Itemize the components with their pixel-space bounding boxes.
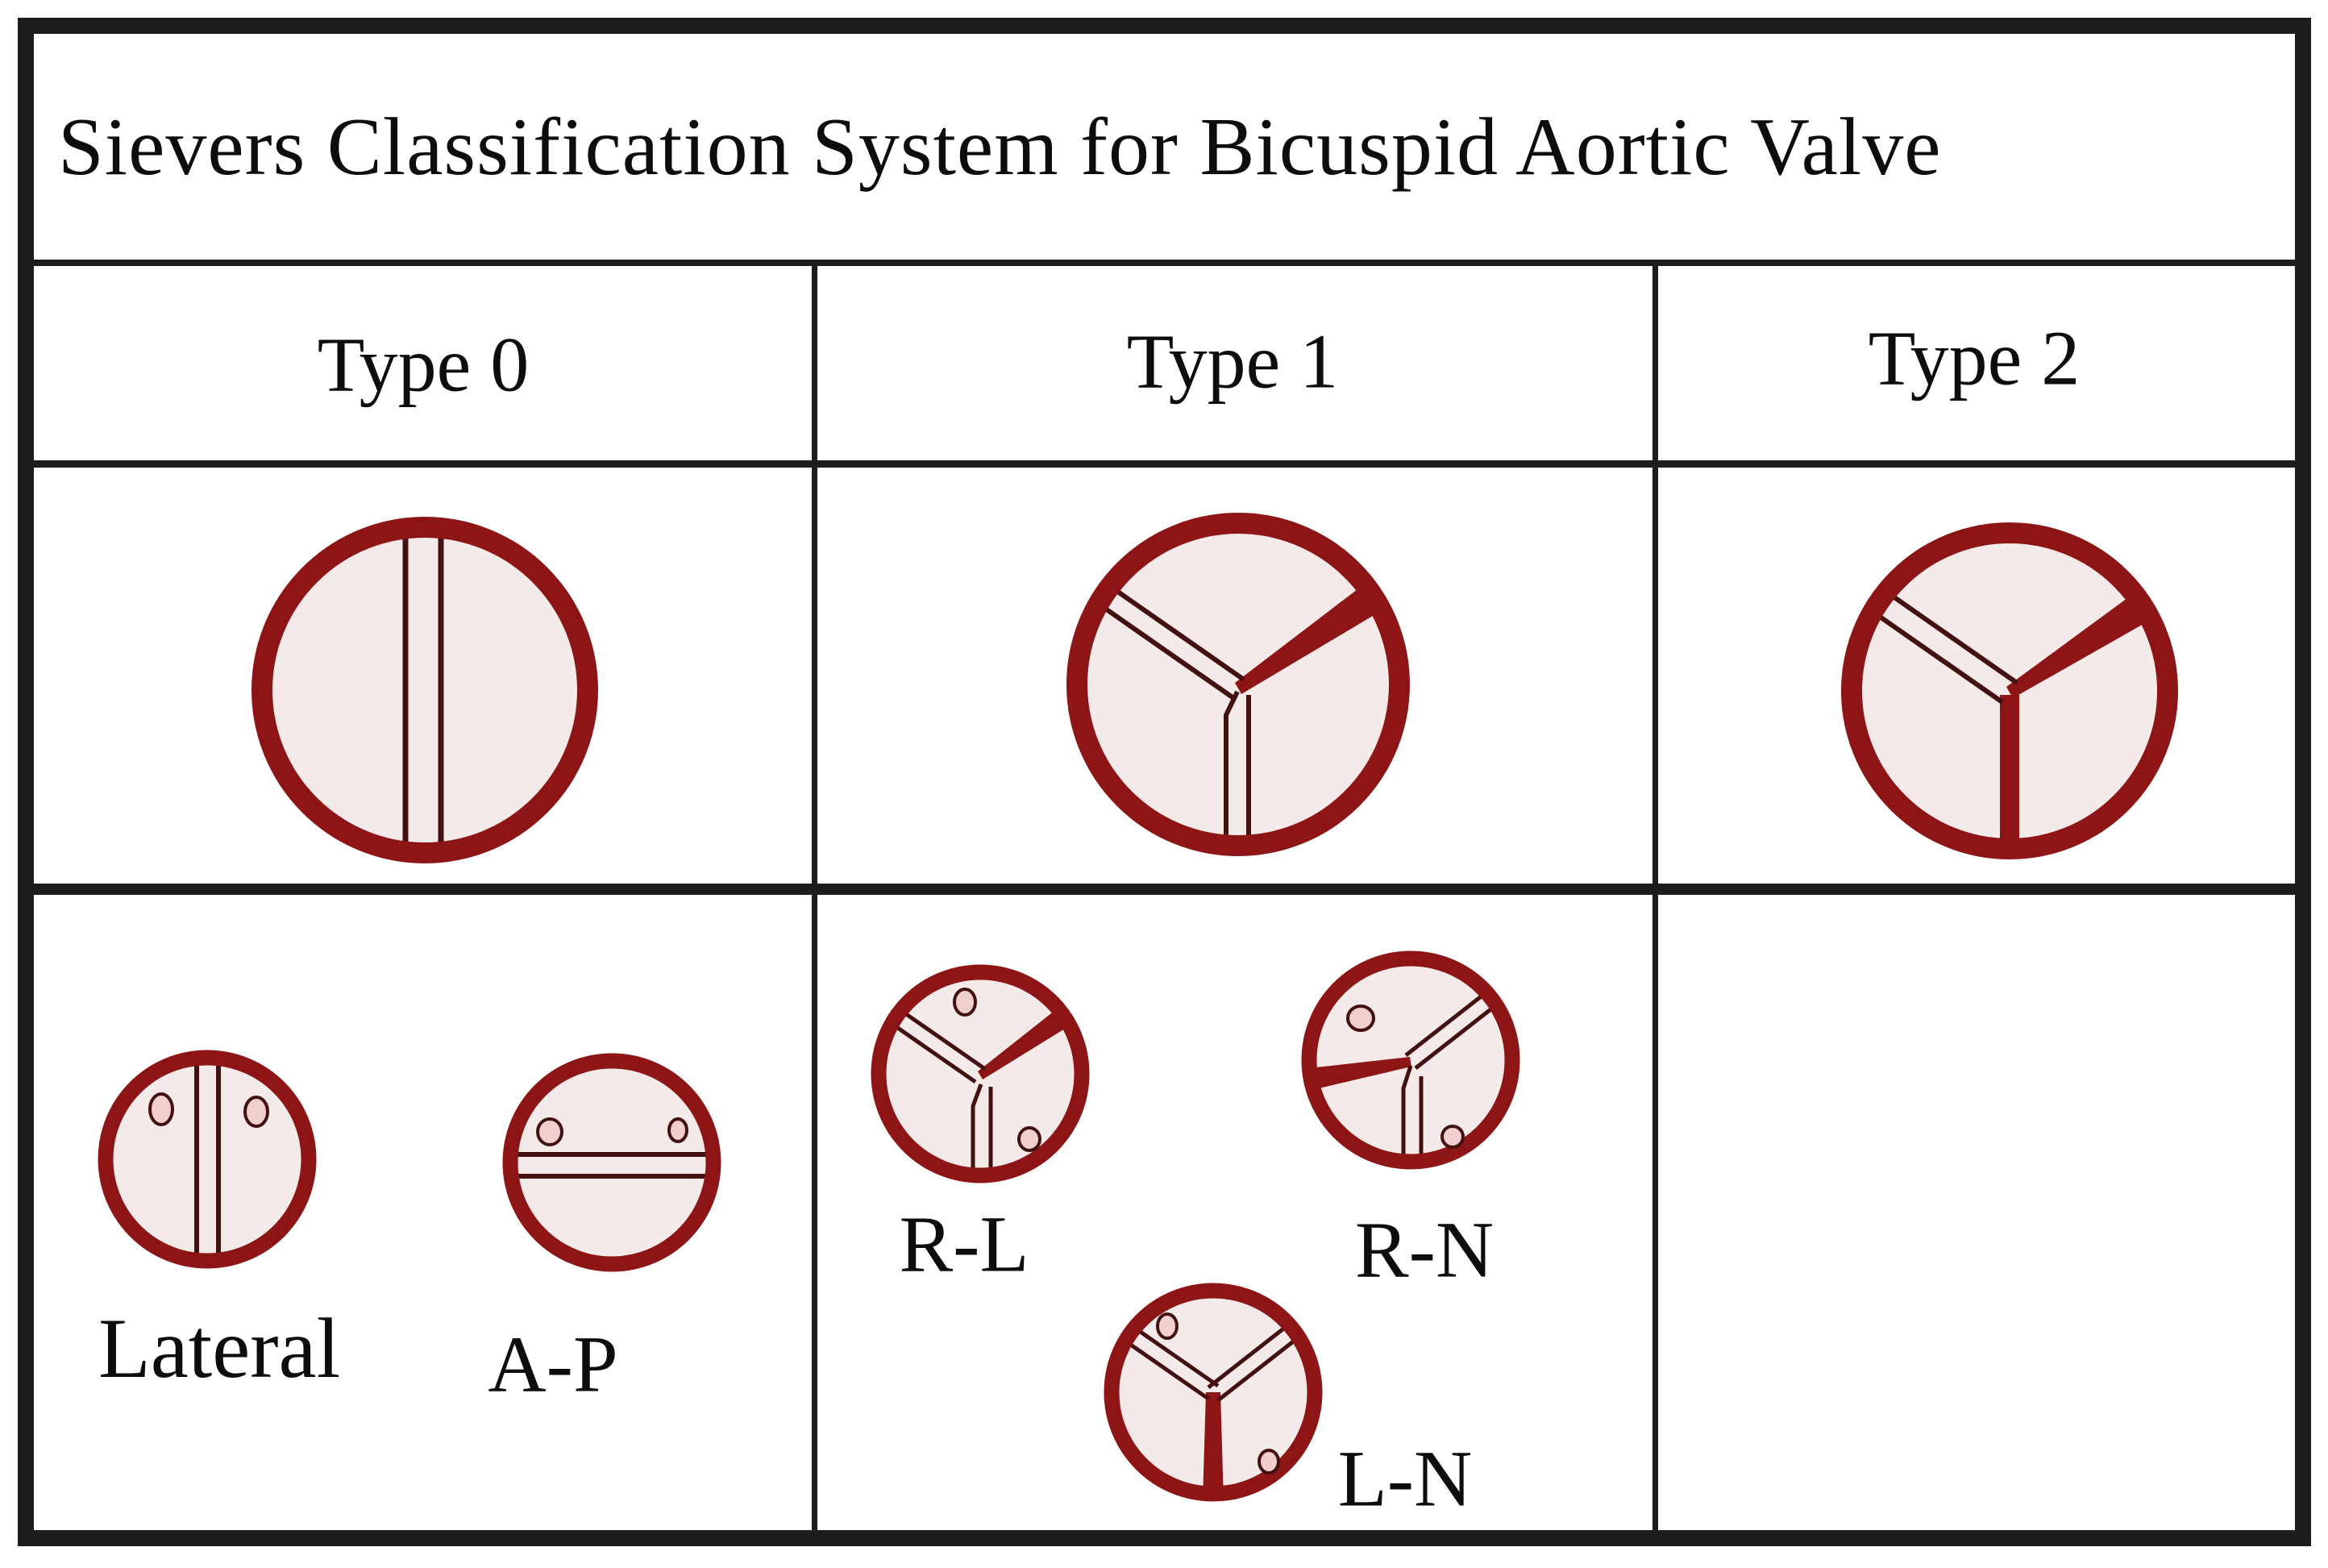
- type1-rl-valve-diagram: [871, 964, 1090, 1183]
- type1-ln-valve-diagram: [1104, 1283, 1323, 1502]
- column-divider-2: [1652, 266, 1658, 1530]
- commissure-line: [1404, 984, 1496, 1057]
- table-outer-border: [18, 18, 2311, 1546]
- commissure-line: [1207, 1316, 1299, 1389]
- valve-body: [510, 1061, 713, 1264]
- commissure-line: [1224, 690, 1240, 846]
- raphe-wedge: [978, 1004, 1075, 1079]
- header-row-divider: [34, 460, 2295, 468]
- coronary-ostium-dot: [1017, 1126, 1041, 1152]
- type1-valve-diagram: [1066, 513, 1410, 856]
- valve-body: [262, 527, 588, 853]
- type0-valve-diagram: [252, 517, 598, 863]
- commissure-line: [1216, 1329, 1308, 1402]
- raphe-wedge: [1309, 1057, 1411, 1092]
- column-header-type1: Type 1: [1126, 318, 1339, 405]
- type2-valve-diagram: [1841, 522, 2178, 859]
- valve-ring: [502, 1053, 721, 1272]
- column-divider-1: [812, 266, 817, 1530]
- commissure-line: [1401, 1065, 1413, 1162]
- raphe-wedge: [1235, 579, 1389, 694]
- valve-ring: [1104, 1283, 1323, 1502]
- valve-ring: [1301, 950, 1520, 1170]
- commissure-line: [1414, 997, 1506, 1070]
- column-header-type2: Type 2: [1868, 314, 2081, 401]
- coronary-ostium-dot: [953, 988, 977, 1017]
- commissure-line: [971, 1083, 983, 1175]
- coronary-ostium-dot: [1156, 1312, 1179, 1340]
- title-row-divider: [34, 260, 2295, 266]
- label-rn: R-N: [1354, 1204, 1494, 1295]
- commissure-line: [1092, 598, 1234, 700]
- coronary-ostium-dot: [1258, 1449, 1280, 1474]
- coronary-ostium-dot: [667, 1117, 688, 1143]
- coronary-ostium-dot: [1346, 1004, 1375, 1032]
- type0-lateral-valve-diagram: [98, 1050, 317, 1269]
- commissure-line: [1104, 580, 1245, 682]
- valve-ring: [252, 517, 598, 863]
- label-ap: A-P: [488, 1319, 618, 1409]
- raphe-wedge: [1203, 1392, 1224, 1494]
- coronary-ostium-dot: [536, 1117, 563, 1146]
- label-rl: R-L: [899, 1199, 1029, 1289]
- type1-rn-valve-diagram: [1301, 950, 1520, 1170]
- label-lateral: Lateral: [98, 1301, 341, 1395]
- commissure-line: [891, 1002, 987, 1071]
- figure-title: Sievers Classification System for Bicusp…: [58, 101, 1942, 193]
- valve-ring: [98, 1050, 317, 1269]
- coronary-ostium-dot: [243, 1096, 269, 1128]
- commissure-line: [1862, 603, 2004, 705]
- label-ln: L-N: [1337, 1433, 1473, 1524]
- valve-ring: [871, 964, 1090, 1183]
- coronary-ostium-dot: [1440, 1125, 1465, 1149]
- column-header-type0: Type 0: [317, 321, 530, 408]
- type0-ap-valve-diagram: [502, 1053, 721, 1272]
- middle-row-divider: [34, 884, 2295, 895]
- coronary-ostium-dot: [148, 1092, 174, 1126]
- commissure-line: [1877, 584, 2018, 685]
- raphe-wedge: [2006, 587, 2160, 698]
- valve-ring: [1066, 513, 1410, 856]
- valve-ring: [1841, 522, 2178, 859]
